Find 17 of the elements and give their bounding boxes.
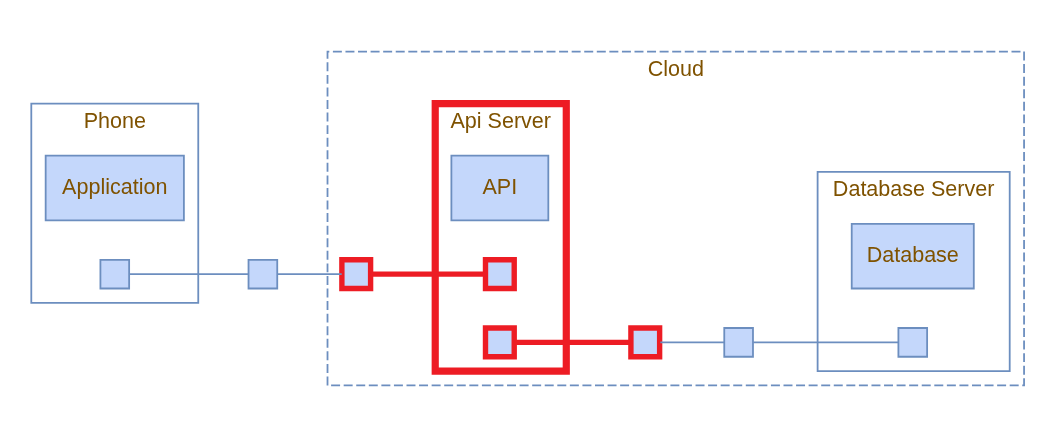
node-box [99,258,130,289]
connector [513,339,631,345]
connector [658,340,725,343]
connector [370,270,485,277]
node-box [722,326,754,358]
node-box [247,258,278,289]
node-box [482,324,517,359]
node-box: API [450,154,549,221]
node-box [338,256,373,291]
node-box [482,256,517,291]
connector [276,272,343,275]
node-box [627,324,662,359]
node-box: Database [850,222,975,289]
connector [128,272,249,275]
connector [751,340,899,343]
node-box [897,326,928,358]
node-box: Application [44,154,185,221]
